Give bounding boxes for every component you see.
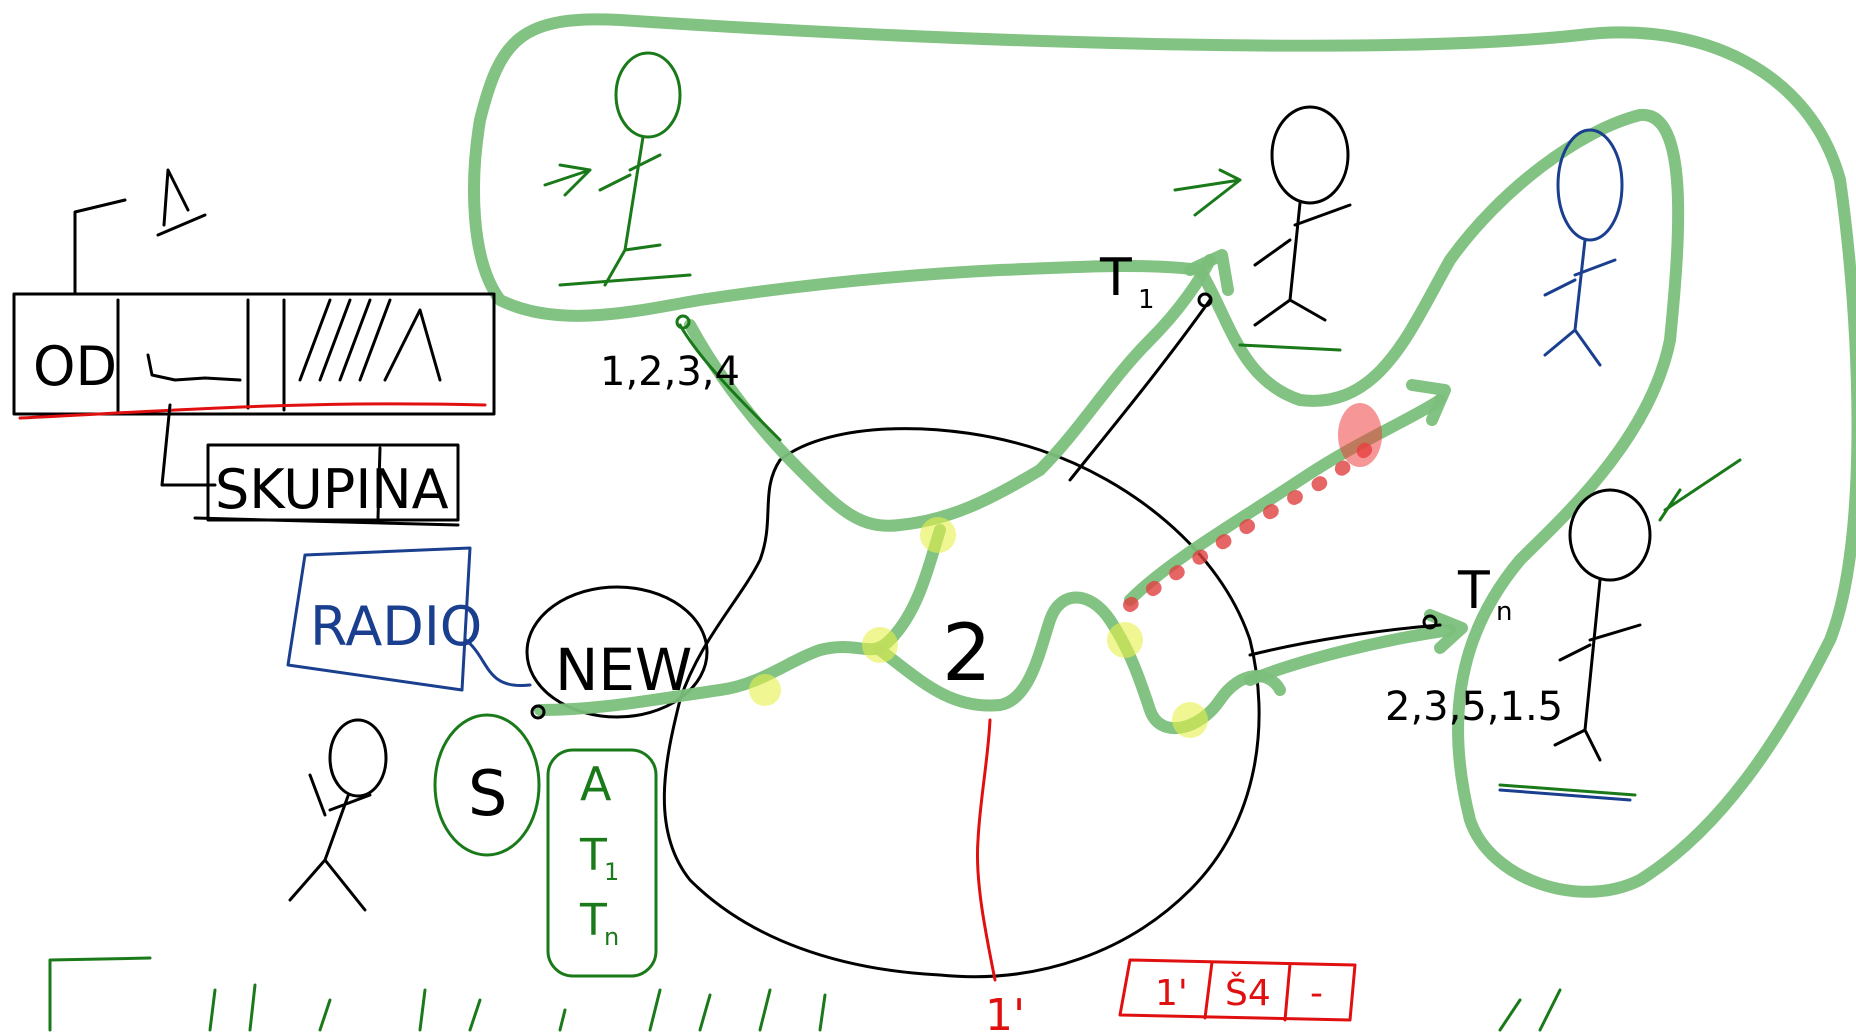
list-t1-label: T [579, 830, 607, 881]
skupina-label: SKUPINA [215, 458, 449, 521]
red-arrow-up [977, 720, 995, 980]
list-tn-label: T [579, 895, 607, 946]
s-label: S [468, 757, 507, 830]
highlight-yellow-5 [1172, 702, 1208, 738]
od-label: OD [33, 335, 117, 398]
list-a-label: A [580, 757, 612, 811]
list-t1-sub: 1 [604, 858, 619, 886]
highlight-yellow-3 [749, 674, 781, 706]
seq-right-label: 2,3,5,1.5 [1385, 684, 1563, 730]
person-top-left [545, 53, 690, 285]
red-box-2-label: Š4 [1225, 972, 1271, 1014]
person-bottom-left [290, 720, 386, 910]
red-box-1-label: 1' [1155, 973, 1188, 1014]
t1-label: T [1099, 248, 1132, 308]
group-enclosure-loop [474, 19, 1856, 891]
bottom-marker-label: 1' [985, 990, 1025, 1034]
t1-sub-label: 1 [1138, 285, 1155, 315]
highlight-yellow-2 [862, 627, 898, 663]
route-center-wave [880, 598, 1280, 729]
tn-label: T [1457, 561, 1490, 621]
tn-sub-label: n [1496, 597, 1512, 627]
seq-left-label: 1,2,3,4 [600, 349, 740, 395]
red-box-3-label: - [1310, 973, 1323, 1014]
terminal-list: A T 1 T n [548, 750, 656, 976]
highlight-yellow-4 [1107, 622, 1143, 658]
center-number: 2 [942, 609, 992, 699]
route-left-branch [690, 260, 1210, 526]
person-top-right [1545, 130, 1622, 365]
highlight-red-node [1338, 403, 1382, 467]
red-boxes: 1' Š4 - [1120, 960, 1355, 1020]
connector-t1 [1070, 300, 1210, 480]
person-bottom-right [1500, 460, 1740, 800]
list-tn-sub: n [604, 923, 619, 951]
radio-box: RADIO [288, 548, 530, 690]
s-node: S [435, 715, 539, 855]
route-tn [1250, 630, 1450, 680]
highlight-yellow-1 [920, 517, 956, 553]
red-dotted-path [1130, 445, 1370, 605]
header-structure: OD SKUPINA [14, 170, 494, 525]
radio-label: RADIO [310, 595, 482, 658]
